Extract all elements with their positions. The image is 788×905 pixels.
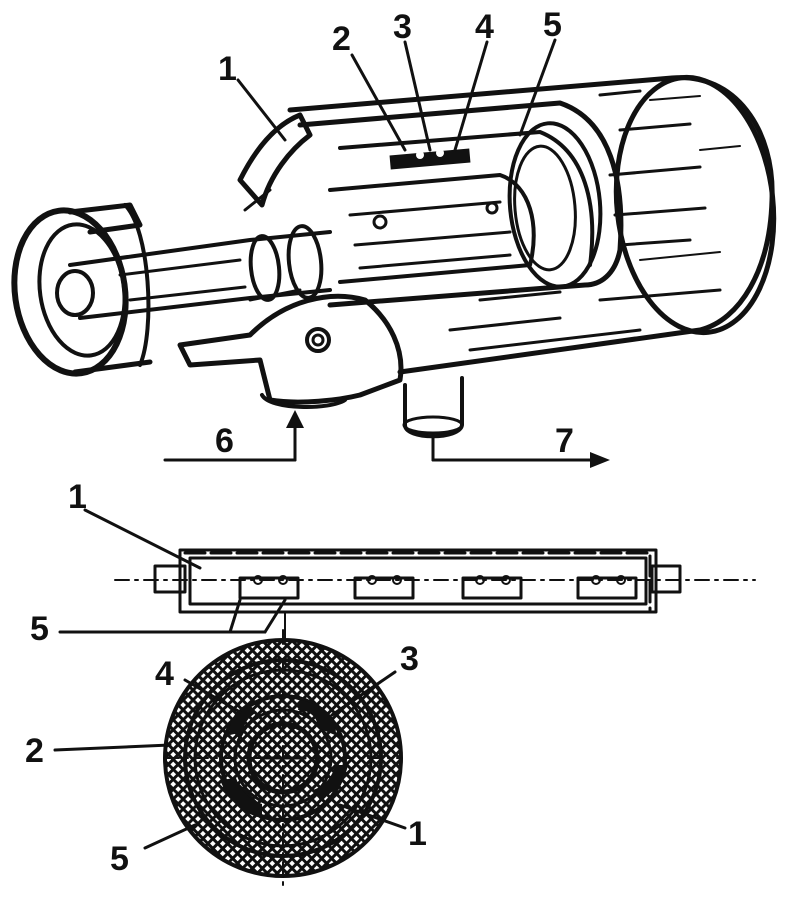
label-5-section: 5 (110, 840, 129, 878)
label-3-section: 3 (400, 640, 419, 678)
outlet-port (402, 376, 464, 439)
label-2-section: 2 (25, 732, 44, 770)
shaft (68, 224, 332, 320)
inlet-port (260, 393, 347, 409)
top-leader-lines (236, 38, 557, 152)
inlet-flow-arrow (163, 410, 304, 462)
label-5: 5 (543, 6, 562, 44)
label-1-section: 1 (408, 815, 427, 853)
label-4-section: 4 (155, 655, 174, 693)
label-3: 3 (393, 8, 412, 46)
label-7: 7 (555, 422, 574, 460)
label-2: 2 (332, 20, 351, 58)
label-1-side: 1 (68, 478, 87, 516)
end-bracket (177, 112, 404, 405)
label-4: 4 (475, 8, 494, 46)
label-5-side: 5 (30, 610, 49, 648)
cutaway-view: 1 2 3 4 5 6 7 (11, 6, 777, 468)
stator-slots (238, 575, 638, 600)
cross-section-view: 4 3 2 5 1 (25, 629, 427, 891)
cutaway-window (297, 100, 624, 308)
housing-cylinder (287, 74, 777, 375)
label-6: 6 (215, 422, 234, 460)
rotor-core (328, 148, 536, 284)
longitudinal-view: 1 5 (30, 478, 756, 651)
label-1: 1 (218, 50, 237, 88)
outlet-flow-arrow (431, 433, 610, 468)
end-cap (11, 202, 153, 377)
